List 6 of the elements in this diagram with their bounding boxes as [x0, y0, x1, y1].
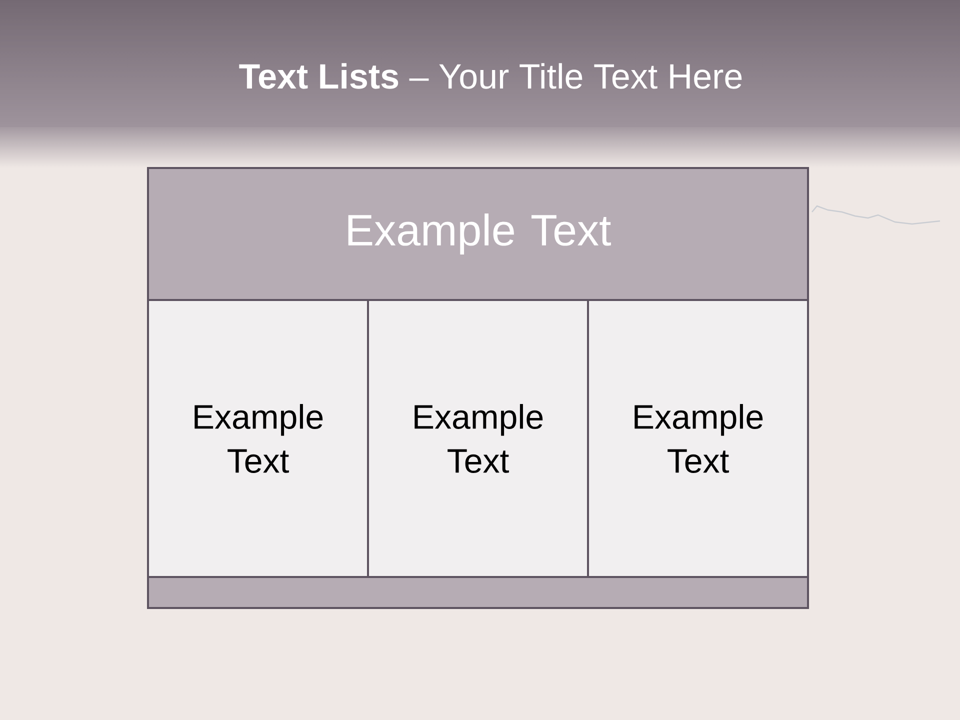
- text-cell: Example Text: [587, 299, 810, 578]
- text-cell: Example Text: [367, 299, 589, 578]
- footer-bar: [147, 576, 810, 609]
- text-cell: Example Text: [147, 299, 369, 578]
- header-band: Example Text: [147, 167, 810, 301]
- slide-title: Text Lists – Your Title Text Here: [239, 63, 742, 89]
